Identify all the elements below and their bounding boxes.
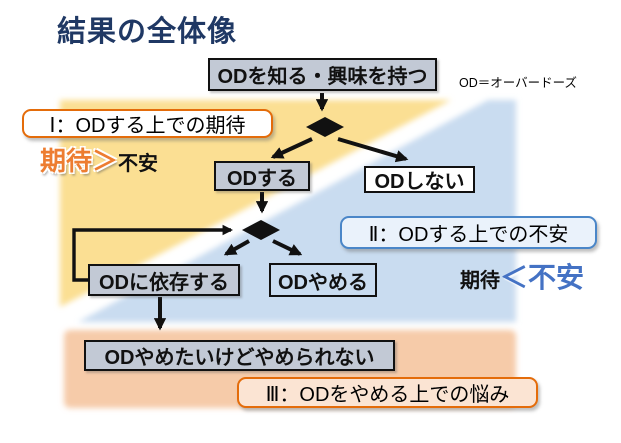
page-title: 結果の全体像 bbox=[57, 16, 238, 48]
node-dont-od: ODしない bbox=[364, 166, 475, 193]
phase1-label: Ⅰ：ODする上での期待 bbox=[22, 109, 273, 138]
node-do-od: ODする bbox=[214, 161, 310, 191]
flow-arrows bbox=[72, 93, 409, 331]
decision-diamond-1 bbox=[306, 117, 344, 137]
arrow-decision1-to-dont bbox=[337, 137, 409, 163]
expectation-lt-rest: ＜不安 bbox=[500, 262, 585, 293]
phase2-label: Ⅱ：ODする上での不安 bbox=[340, 216, 597, 249]
arrow-decision2-to-depend bbox=[223, 239, 250, 256]
arrow-decision2-to-quit bbox=[272, 239, 303, 256]
expectation-lt-lead: 期待 bbox=[460, 270, 500, 292]
arrow-decision1-to-do bbox=[270, 137, 313, 159]
feedback-loop-arrow bbox=[72, 224, 234, 282]
node-quit-od: ODやめる bbox=[269, 263, 377, 297]
expectation-gt-anxiety: 期待＞ 不安 bbox=[40, 141, 158, 178]
expectation-gt-lead: 期待＞ bbox=[40, 146, 119, 176]
expectation-gt-rest: 不安 bbox=[118, 153, 159, 175]
expectation-lt-anxiety: 期待 ＜不安 bbox=[460, 256, 584, 296]
node-depend-od: ODに依存する bbox=[88, 264, 240, 296]
node-cant-quit: ODやめたいけどやめられない bbox=[84, 340, 395, 371]
expectation-region-yellow bbox=[60, 100, 451, 307]
phase3-label: Ⅲ：ODをやめる上での悩み bbox=[237, 377, 538, 408]
node-know-od: ODを知る・興味を持つ bbox=[208, 58, 437, 91]
decision-diamond-2 bbox=[242, 220, 280, 240]
od-definition-note: OD＝オーバードーズ bbox=[459, 76, 578, 90]
